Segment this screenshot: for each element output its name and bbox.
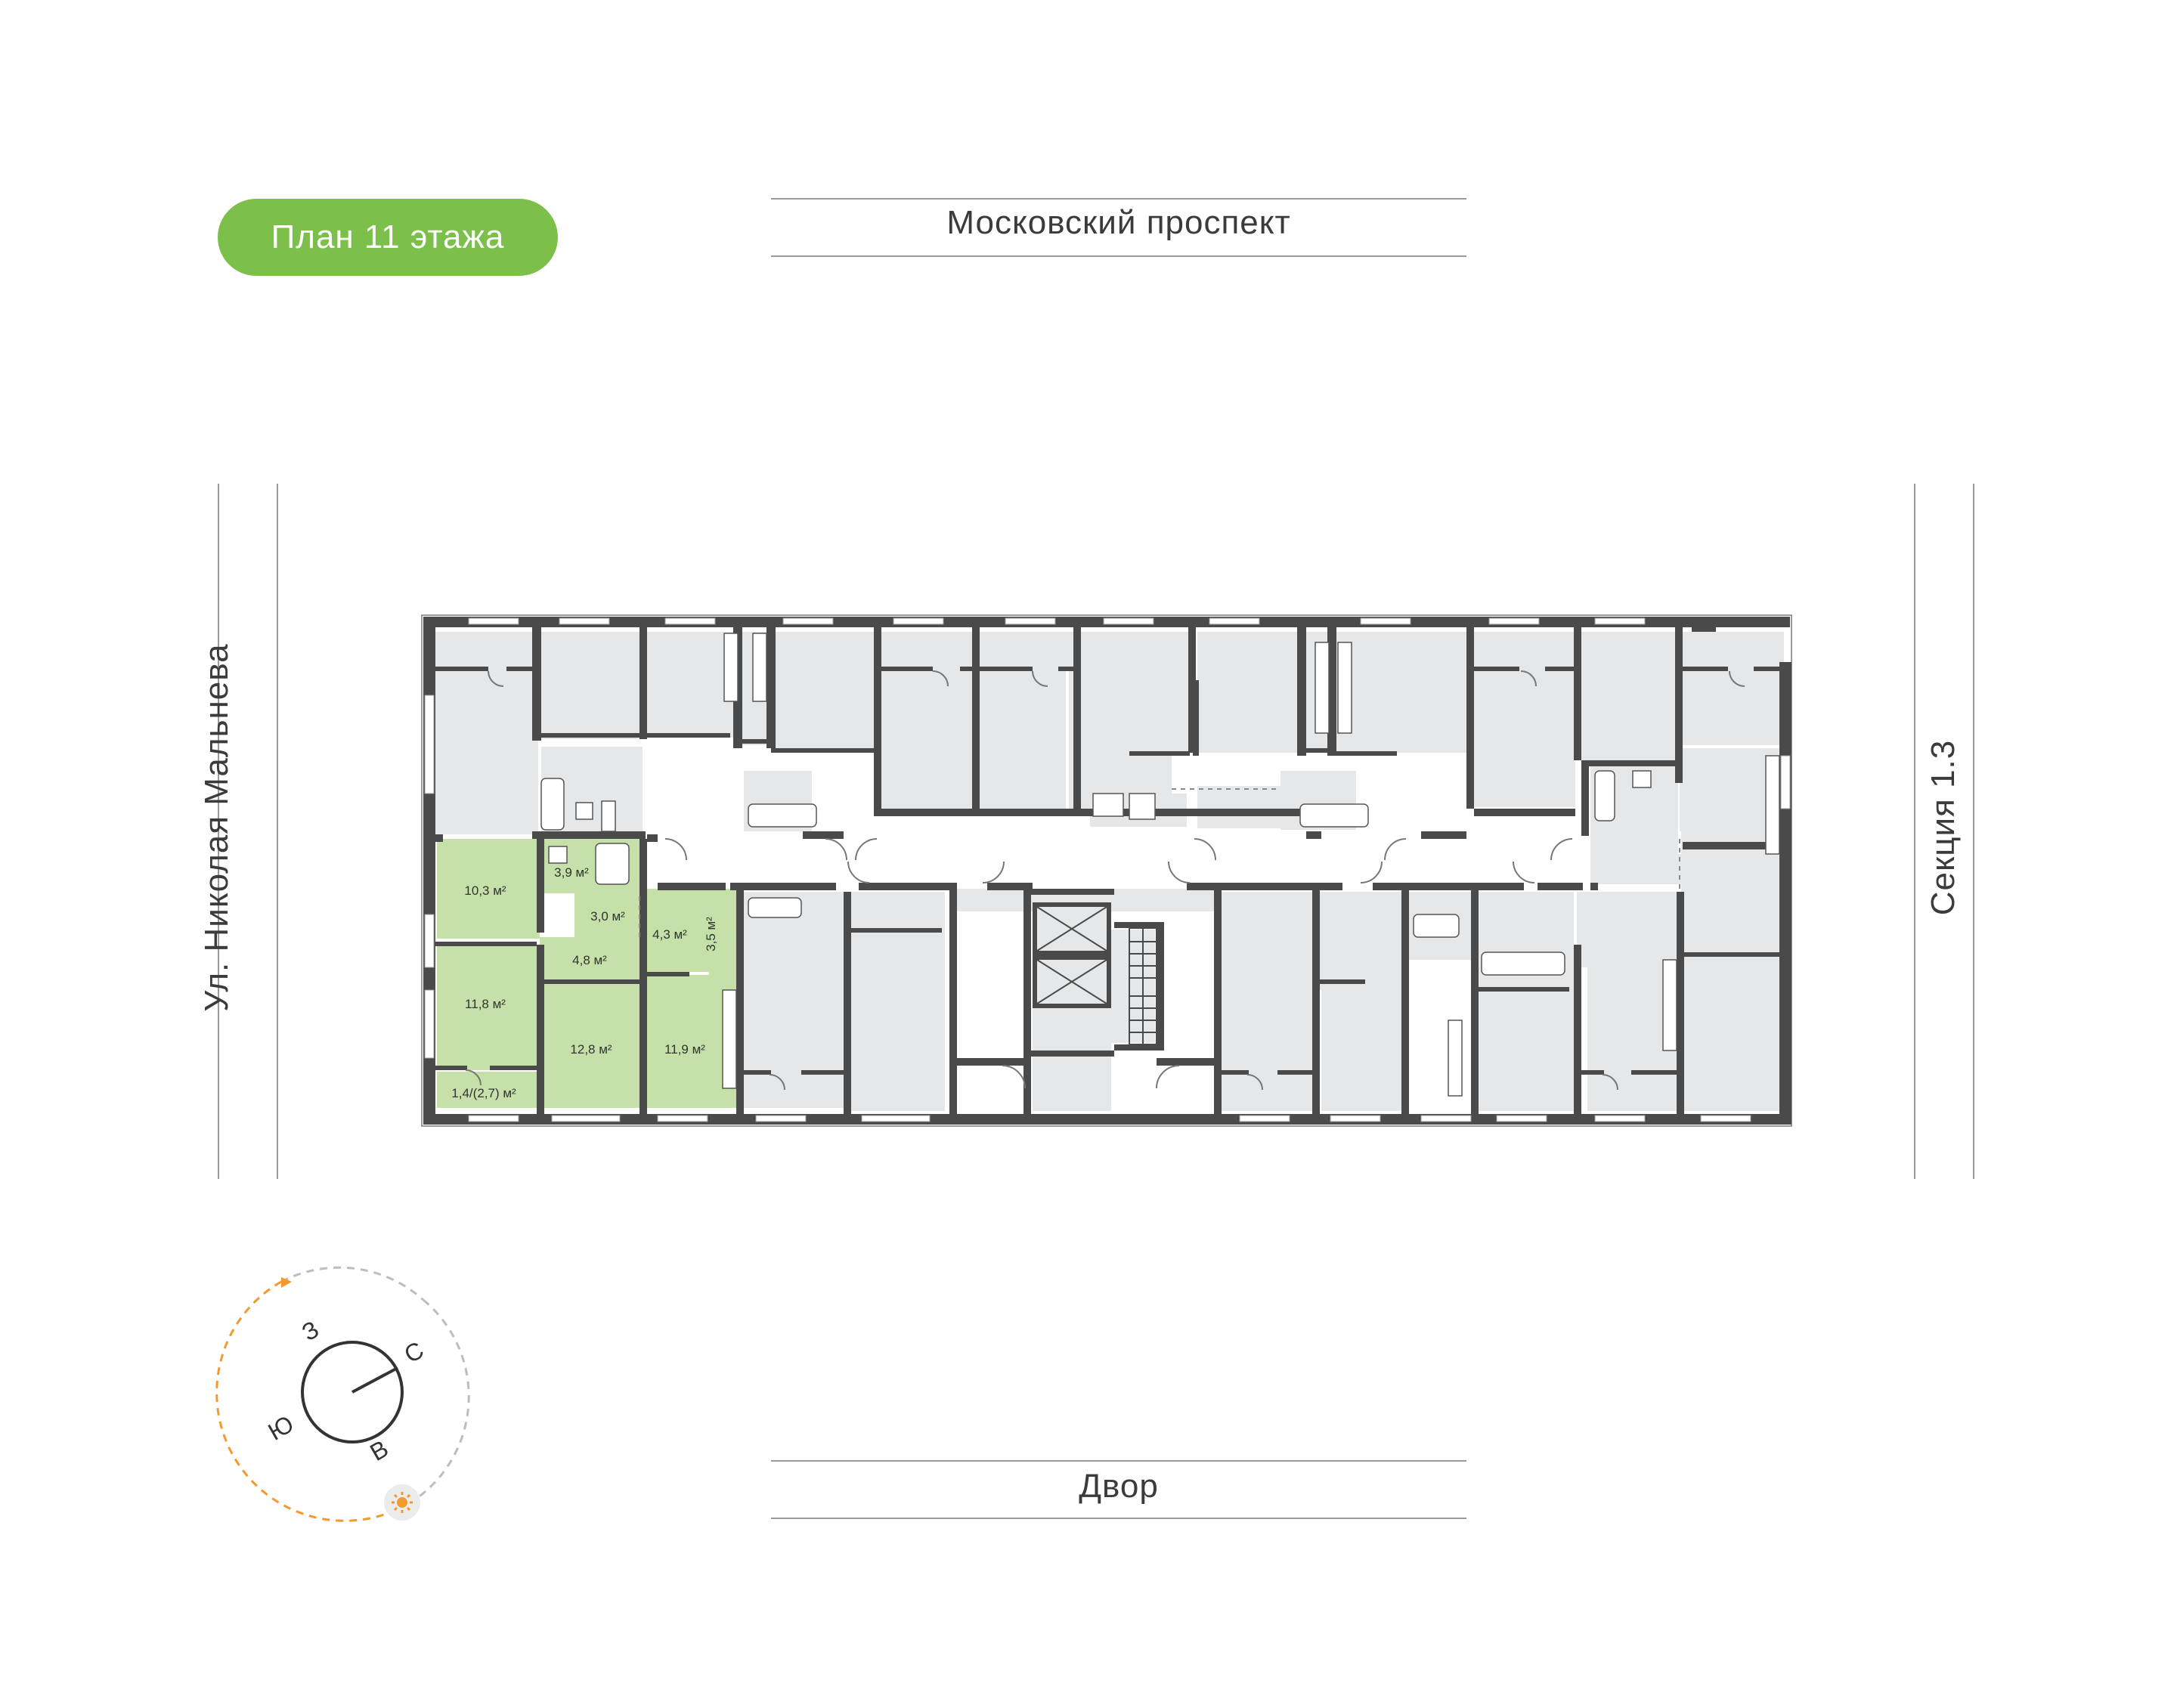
area-label: 1,4/(2,7) м² [451,1086,516,1100]
bottom-street-label: Двор [1079,1468,1159,1505]
area-label: 3,5 м² [704,917,718,951]
compass-north: С [399,1336,428,1369]
area-label: 10,3 м² [464,883,506,898]
area-label: 4,3 м² [652,927,687,942]
compass: З С Ю В [215,1266,470,1522]
windows [424,617,1791,1122]
floor-badge: План 11 этажа [218,199,558,276]
door-swings [465,670,1745,1091]
area-label: 12,8 м² [570,1042,612,1057]
bottom-street-line-lower [771,1518,1466,1519]
fixtures [540,770,1652,976]
sun-icon [384,1484,420,1521]
top-street-label: Московский проспект [946,204,1291,241]
area-label: 11,9 м² [664,1042,705,1057]
area-label: 3,0 м² [590,909,625,924]
area-label: 11,8 м² [465,997,506,1011]
compass-west: З [297,1315,324,1346]
compass-south: Ю [264,1409,299,1445]
right-section-line-inner [1973,484,1974,1179]
elevator-icon [1036,906,1107,1004]
staircase-icon [1129,927,1157,1045]
top-street-line-lower [771,255,1466,257]
bottom-street-line-upper [771,1460,1466,1462]
highlighted-apartment [437,839,739,1108]
area-label: 3,9 м² [554,865,589,880]
left-street-line-inner [277,484,278,1179]
left-street-line-outer [218,484,219,1179]
area-label: 4,8 м² [572,953,607,967]
top-street-line-upper [771,198,1466,200]
dashed-lines [639,788,1680,937]
kitchen-counters [722,633,1780,1097]
right-section-line-outer [1914,484,1915,1179]
